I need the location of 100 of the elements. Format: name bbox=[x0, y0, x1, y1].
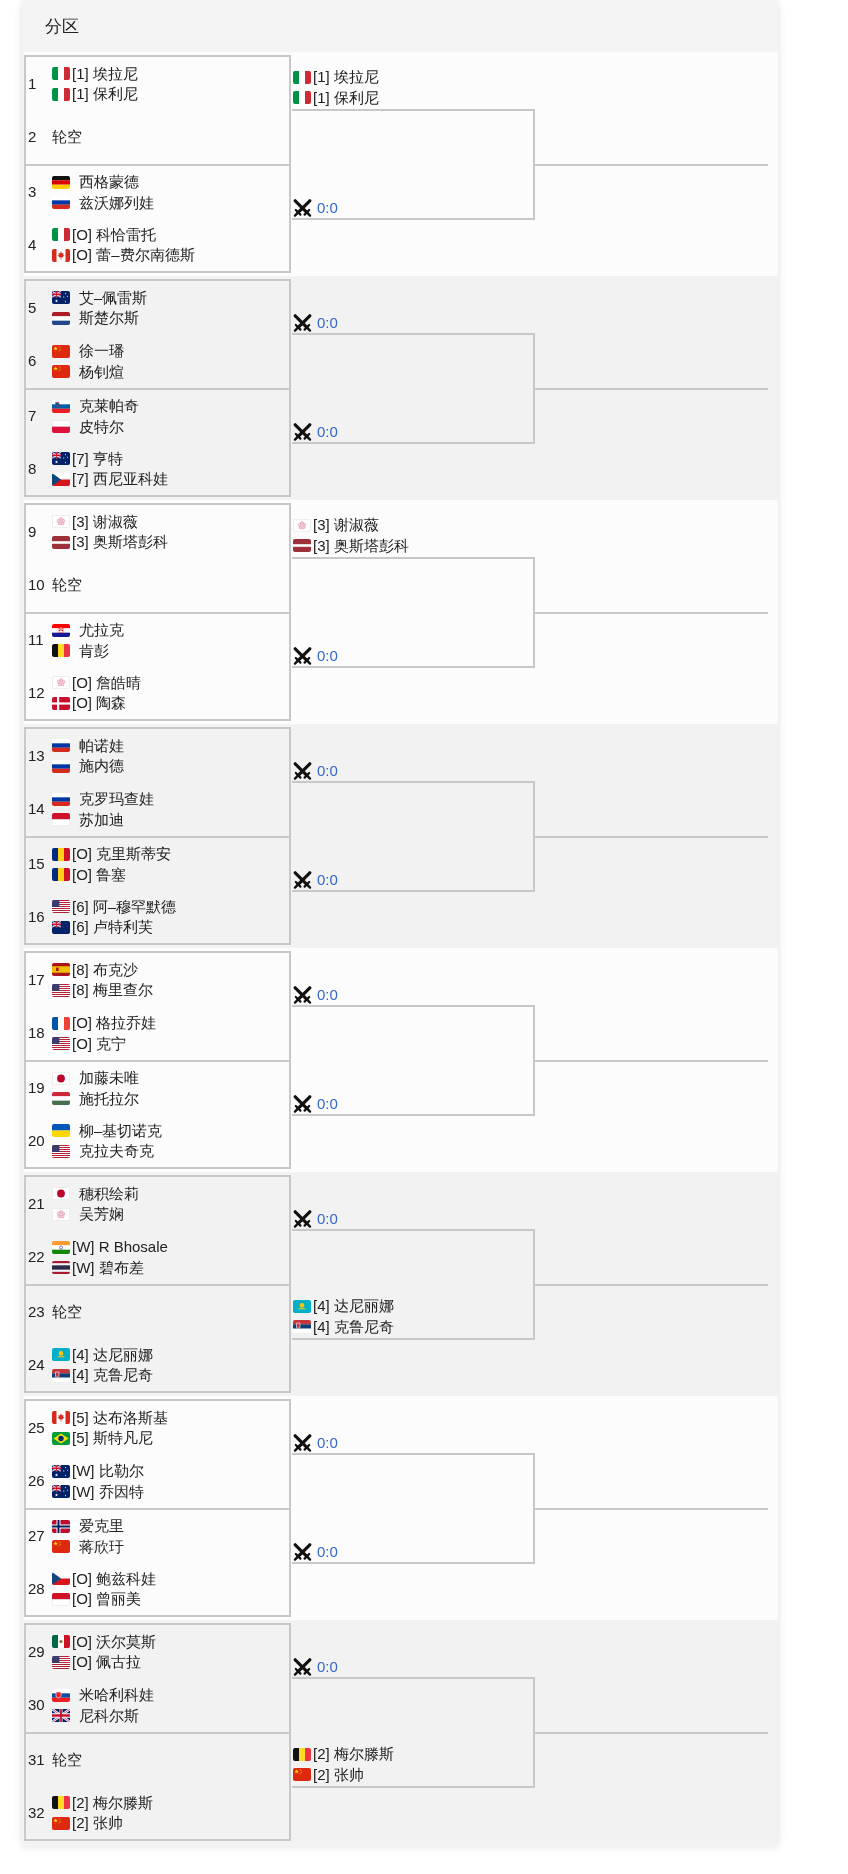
match-box bbox=[24, 1399, 291, 1508]
bye-label: 轮空 bbox=[52, 127, 82, 148]
player-name: 皮特尔 bbox=[79, 416, 124, 437]
player-name: [6] 阿–穆罕默德 bbox=[72, 896, 177, 917]
player-name: [5] 达布洛斯基 bbox=[72, 1407, 168, 1428]
player-name: [3] 奥斯塔彭科 bbox=[313, 535, 409, 556]
player-name: [O] 沃尔莫斯 bbox=[72, 1631, 157, 1652]
player-name: [3] 奥斯塔彭科 bbox=[72, 532, 168, 552]
bye-label: 轮空 bbox=[52, 1302, 82, 1323]
score-link: 0:0 bbox=[317, 423, 338, 441]
draw-number: 18 bbox=[28, 1024, 45, 1042]
player-name: 穗积绘莉 bbox=[79, 1183, 139, 1204]
match-box bbox=[24, 612, 291, 721]
player-name: [O] 克宁 bbox=[72, 1033, 127, 1054]
player-name: 帕诺娃 bbox=[79, 735, 124, 756]
score-link: 0:0 bbox=[317, 1658, 338, 1676]
bracket-line bbox=[291, 1508, 769, 1564]
player-name: [3] 谢淑薇 bbox=[72, 511, 138, 532]
draw-number: 31 bbox=[28, 1751, 45, 1769]
draw-number: 8 bbox=[28, 459, 37, 477]
draw-number: 2 bbox=[28, 128, 37, 146]
draw-number: 20 bbox=[28, 1131, 45, 1149]
player-name: 米哈利科娃 bbox=[79, 1685, 154, 1705]
score-link: 0:0 bbox=[317, 647, 338, 665]
match-box bbox=[24, 388, 291, 497]
player-name: 兹沃娜列娃 bbox=[79, 192, 154, 213]
player-name: 加藤未唯 bbox=[79, 1068, 139, 1088]
draw-number: 4 bbox=[28, 235, 37, 253]
player-name: [O] 蕾–费尔南德斯 bbox=[72, 245, 195, 265]
player-name: [1] 保利尼 bbox=[72, 84, 138, 104]
draw-number: 22 bbox=[28, 1248, 45, 1266]
player-name: 西格蒙德 bbox=[79, 172, 139, 192]
bye-label: 轮空 bbox=[52, 1750, 82, 1771]
draw-number: 9 bbox=[28, 522, 37, 540]
match-box bbox=[24, 1284, 291, 1393]
player-name: 施内德 bbox=[79, 756, 124, 776]
score-link: 0:0 bbox=[317, 871, 338, 889]
player-name: [W] 比勒尔 bbox=[72, 1461, 144, 1481]
match-box bbox=[24, 836, 291, 945]
player-name: [O] 詹皓晴 bbox=[72, 672, 142, 693]
bracket-line bbox=[291, 1732, 769, 1788]
draw-number: 25 bbox=[28, 1418, 45, 1436]
draw-number: 5 bbox=[28, 298, 37, 316]
player-name: [8] 梅里查尔 bbox=[72, 980, 153, 1000]
draw-number: 23 bbox=[28, 1303, 45, 1321]
bracket-line bbox=[291, 388, 769, 444]
score-link: 0:0 bbox=[317, 1543, 338, 1561]
bracket-line bbox=[291, 836, 769, 892]
draw-number: 28 bbox=[28, 1579, 45, 1597]
match-box bbox=[24, 503, 291, 612]
player-name: [1] 保利尼 bbox=[313, 87, 379, 108]
player-name: 艾–佩雷斯 bbox=[79, 287, 148, 308]
draw-number: 21 bbox=[28, 1194, 45, 1212]
player-name: 杨钊煊 bbox=[79, 361, 124, 382]
player-name: 施托拉尔 bbox=[79, 1088, 139, 1109]
draw-number: 12 bbox=[28, 683, 45, 701]
player-name: 尼科尔斯 bbox=[79, 1705, 139, 1726]
bye-label: 轮空 bbox=[52, 575, 82, 596]
draw-number: 3 bbox=[28, 183, 37, 201]
player-name: [O] 克里斯蒂安 bbox=[72, 844, 172, 864]
player-name: [2] 梅尔滕斯 bbox=[72, 1792, 153, 1813]
player-name: [O] 科恰雷托 bbox=[72, 224, 157, 245]
player-name: [O] 鲁塞 bbox=[72, 864, 127, 885]
player-name: [W] 碧布差 bbox=[72, 1257, 144, 1278]
match-box bbox=[24, 1508, 291, 1617]
player-name: [5] 斯特凡尼 bbox=[72, 1428, 153, 1448]
score-link: 0:0 bbox=[317, 199, 338, 217]
score-link: 0:0 bbox=[317, 986, 338, 1004]
player-name: [W] R Bhosale bbox=[72, 1237, 168, 1257]
draw-number: 11 bbox=[28, 631, 44, 649]
bracket-line bbox=[291, 1284, 769, 1340]
match-box bbox=[24, 951, 291, 1060]
bracket-line bbox=[291, 612, 769, 668]
player-name: [4] 克鲁尼奇 bbox=[313, 1316, 394, 1337]
player-name: [8] 布克沙 bbox=[72, 959, 138, 980]
draw-number: 32 bbox=[28, 1803, 45, 1821]
draw-number: 17 bbox=[28, 970, 45, 988]
match-box bbox=[24, 279, 291, 388]
player-name: 尤拉克 bbox=[79, 620, 124, 640]
player-name: [3] 谢淑薇 bbox=[313, 515, 379, 536]
draw-number: 16 bbox=[28, 907, 45, 925]
player-name: 徐一璠 bbox=[79, 341, 124, 361]
match-box bbox=[24, 164, 291, 273]
draw-number: 27 bbox=[28, 1527, 45, 1545]
player-name: 克罗玛查娃 bbox=[79, 789, 154, 809]
player-name: [W] 乔因特 bbox=[72, 1481, 144, 1502]
draw-number: 6 bbox=[28, 352, 37, 370]
player-name: [O] 佩古拉 bbox=[72, 1652, 142, 1672]
section-heading: 分区 bbox=[45, 16, 79, 38]
player-name: [6] 卢特利芙 bbox=[72, 917, 153, 937]
player-name: 爱克里 bbox=[79, 1516, 124, 1536]
match-box bbox=[24, 1060, 291, 1169]
player-name: 苏加迪 bbox=[79, 809, 124, 830]
draw-number: 29 bbox=[28, 1642, 45, 1660]
bracket-line bbox=[291, 164, 769, 220]
player-name: [1] 埃拉尼 bbox=[313, 67, 379, 88]
player-name: [2] 梅尔滕斯 bbox=[313, 1744, 394, 1765]
draw-number: 14 bbox=[28, 800, 45, 818]
player-name: [O] 陶森 bbox=[72, 693, 127, 713]
player-name: [2] 张帅 bbox=[72, 1813, 123, 1833]
